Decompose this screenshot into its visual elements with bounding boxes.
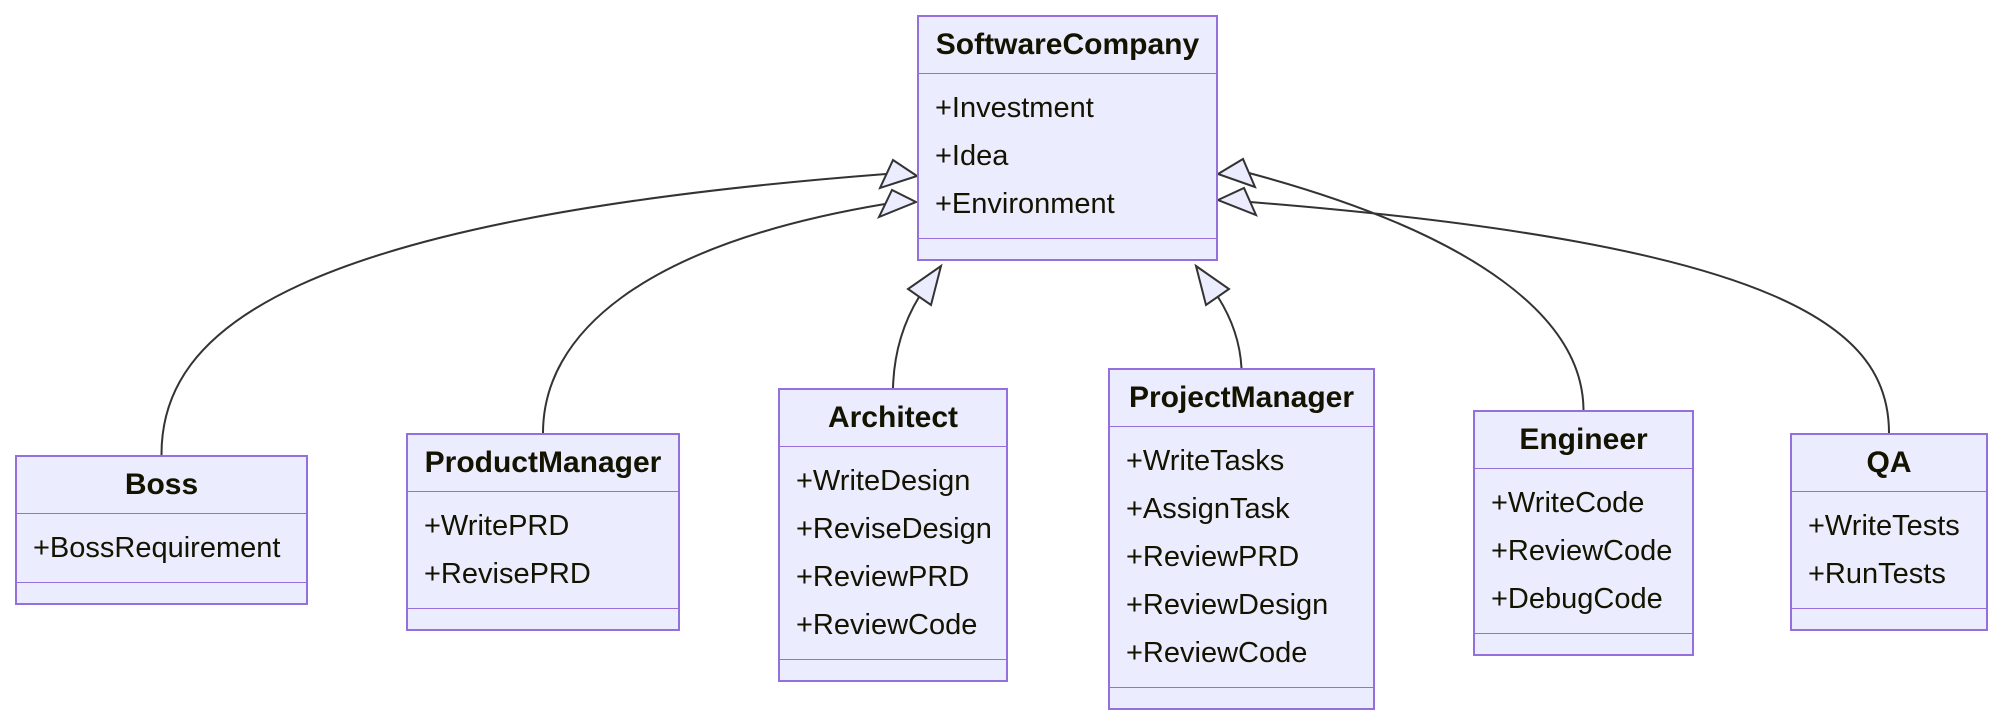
class-title: QA: [1792, 435, 1986, 492]
edge-line-engineer: [1248, 172, 1585, 411]
class-title: Engineer: [1475, 412, 1692, 469]
inheritance-edge-boss: [160, 158, 920, 456]
class-attributes: +WriteCode +ReviewCode +DebugCode: [1475, 469, 1692, 633]
hollow-triangle-arrowhead-engineer: [1215, 157, 1257, 189]
class-attributes: +WriteDesign +ReviseDesign +ReviewPRD +R…: [780, 447, 1006, 659]
class-attribute: +WriteDesign: [796, 465, 971, 497]
class-attribute: +WriteTests: [1808, 510, 1960, 542]
class-attribute: +WriteTasks: [1126, 445, 1285, 477]
class-methods-empty: [1110, 687, 1373, 708]
inheritance-edge-project-manager: [1194, 263, 1243, 369]
class-box-software-company: SoftwareCompany +Investment +Idea +Envir…: [917, 15, 1218, 261]
class-box-project-manager: ProjectManager +WriteTasks +AssignTask +…: [1108, 368, 1375, 710]
class-attribute: +WriteCode: [1491, 487, 1645, 519]
class-title: Architect: [780, 390, 1006, 447]
inheritance-edge-engineer: [1215, 157, 1585, 411]
class-attribute: +BossRequirement: [33, 532, 281, 564]
class-methods-empty: [17, 582, 306, 603]
edge-line-project-manager: [1217, 296, 1243, 369]
edge-line-boss: [160, 173, 887, 456]
hollow-triangle-arrowhead-project-manager: [1194, 263, 1231, 307]
class-box-engineer: Engineer +WriteCode +ReviewCode +DebugCo…: [1473, 410, 1694, 656]
class-title: Boss: [17, 457, 306, 514]
class-attribute: +ReviewCode: [1126, 637, 1308, 669]
class-attribute: +ReviseDesign: [796, 513, 992, 545]
class-attribute: +Idea: [935, 140, 1009, 172]
class-attribute: +Environment: [935, 188, 1115, 220]
class-attribute: +ReviewCode: [1491, 535, 1673, 567]
class-attribute: +ReviewDesign: [1126, 589, 1329, 621]
class-box-architect: Architect +WriteDesign +ReviseDesign +Re…: [778, 388, 1008, 682]
inheritance-edge-product-manager: [542, 188, 919, 434]
edge-line-architect: [892, 296, 920, 389]
class-attribute: +ReviewPRD: [1126, 541, 1300, 573]
hollow-triangle-arrowhead-architect: [906, 263, 943, 307]
class-box-product-manager: ProductManager +WritePRD +RevisePRD: [406, 433, 680, 631]
class-methods-empty: [919, 238, 1216, 259]
hollow-triangle-arrowhead-product-manager: [876, 188, 919, 219]
class-attribute: +RevisePRD: [424, 558, 591, 590]
edge-line-product-manager: [542, 203, 886, 434]
class-attribute: +ReviewCode: [796, 609, 978, 641]
hollow-triangle-arrowhead-boss: [878, 158, 920, 190]
inheritance-edge-qa: [1215, 186, 1890, 434]
class-attribute: +WritePRD: [424, 510, 570, 542]
class-title: SoftwareCompany: [919, 17, 1216, 74]
class-methods-empty: [1475, 633, 1692, 654]
class-attribute: +Investment: [935, 92, 1094, 124]
class-title: ProductManager: [408, 435, 678, 492]
class-attribute: +RunTests: [1808, 558, 1946, 590]
class-attributes: +BossRequirement: [17, 514, 306, 582]
inheritance-edge-architect: [892, 263, 943, 389]
edge-line-qa: [1249, 201, 1890, 434]
class-attributes: +WriteTasks +AssignTask +ReviewPRD +Revi…: [1110, 427, 1373, 687]
class-box-boss: Boss +BossRequirement: [15, 455, 308, 605]
class-methods-empty: [780, 659, 1006, 680]
class-title: ProjectManager: [1110, 370, 1373, 427]
hollow-triangle-arrowhead-qa: [1215, 186, 1258, 217]
class-methods-empty: [408, 608, 678, 629]
class-box-qa: QA +WriteTests +RunTests: [1790, 433, 1988, 631]
class-attributes: +WriteTests +RunTests: [1792, 492, 1986, 608]
class-attributes: +Investment +Idea +Environment: [919, 74, 1216, 238]
class-attribute: +ReviewPRD: [796, 561, 970, 593]
class-attribute: +DebugCode: [1491, 583, 1663, 615]
class-attributes: +WritePRD +RevisePRD: [408, 492, 678, 608]
class-attribute: +AssignTask: [1126, 493, 1290, 525]
class-methods-empty: [1792, 608, 1986, 629]
